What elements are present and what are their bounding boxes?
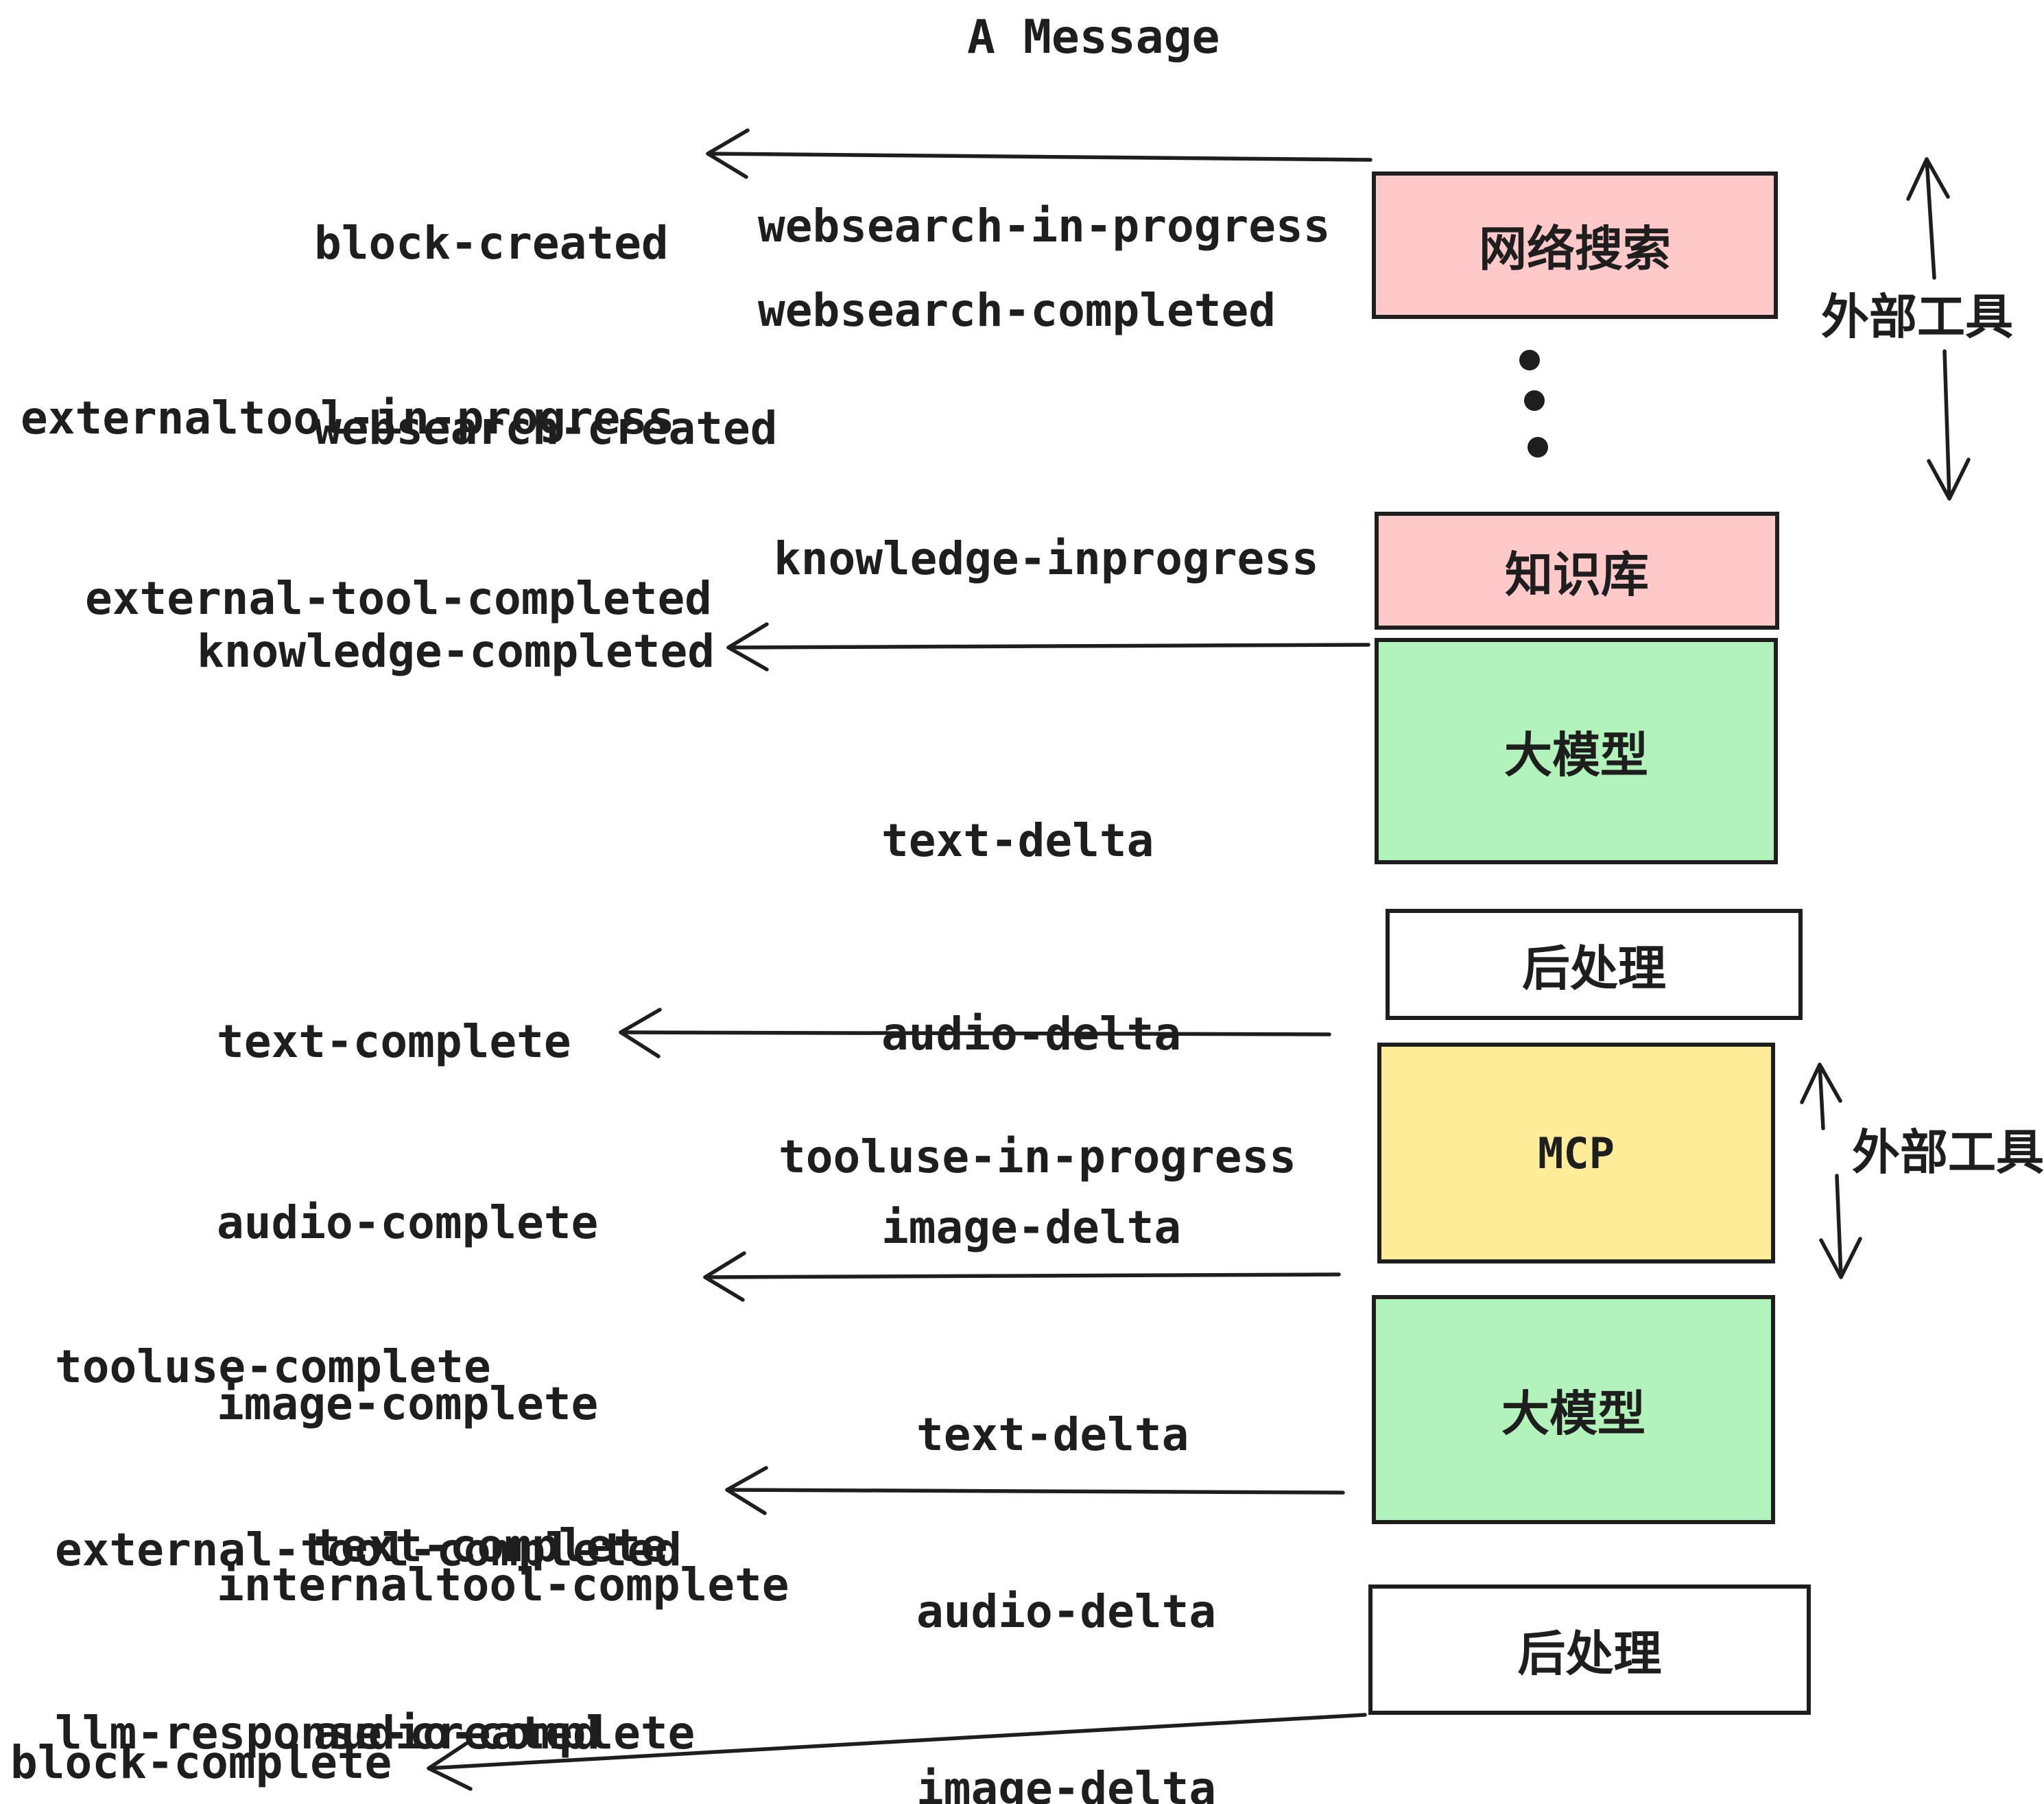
event-text-complete: text-complete — [217, 1015, 571, 1068]
box-knowledge: 知识库 — [1375, 512, 1779, 630]
box-mcp: MCP — [1377, 1043, 1775, 1263]
box-postprocess-1-label: 后处理 — [1522, 940, 1666, 997]
event-block-created: block-created — [314, 217, 669, 270]
event-internaltool-complete: internaltool-complete — [217, 1558, 789, 1611]
event-external-tool-completed: external-tool-completed — [85, 572, 712, 625]
box-mcp-label: MCP — [1538, 1128, 1615, 1178]
event-complete-group-2: text-complete audio-complete image-compl… — [313, 1390, 886, 1804]
box-llm-2-label: 大模型 — [1501, 1385, 1645, 1442]
event-externaltool-in-progress: externaltool-in-progress — [21, 392, 675, 444]
arrow-external-tools-down-2 — [1819, 1174, 1862, 1279]
event-knowledge-inprogress: knowledge-inprogress — [774, 532, 1319, 585]
event-websearch-created: websearch-created — [314, 402, 778, 455]
event-block-created-group: block-created websearch-created — [314, 89, 778, 583]
arrow-external-tools-up-1 — [1906, 157, 1950, 280]
event-delta-group-1: text-delta audio-delta image-delta — [881, 680, 1181, 1389]
ellipsis-dots — [1519, 350, 1548, 458]
box-llm-1-label: 大模型 — [1504, 726, 1648, 783]
event-audio-delta-2: audio-delta — [916, 1585, 1217, 1638]
arrow-external-tools-down-1 — [1927, 349, 1971, 501]
event-tooluse-in-progress: tooluse-in-progress — [779, 1130, 1296, 1183]
event-audio-complete: audio-complete — [217, 1196, 599, 1249]
box-llm-2: 大模型 — [1372, 1295, 1775, 1524]
box-llm-1: 大模型 — [1375, 638, 1778, 864]
event-knowledge-completed: knowledge-completed — [197, 625, 715, 678]
box-postprocess-2-label: 后处理 — [1517, 1625, 1662, 1682]
event-block-complete: block-complete — [10, 1736, 392, 1789]
event-audio-delta: audio-delta — [881, 1008, 1182, 1060]
event-complete-group-1: text-complete audio-complete image-compl… — [217, 891, 789, 1736]
event-websearch-in-progress: websearch-in-progress — [758, 200, 1331, 252]
event-image-delta-2: image-delta — [916, 1762, 1217, 1804]
event-image-complete: image-complete — [217, 1377, 599, 1430]
event-audio-complete-2: audio-complete — [313, 1707, 696, 1759]
event-websearch-completed: websearch-completed — [758, 284, 1276, 337]
arrow-external-tools-up-2 — [1800, 1063, 1842, 1130]
arrow-to-websearch-created — [706, 128, 1372, 179]
event-image-delta: image-delta — [881, 1201, 1182, 1254]
label-external-tools-bottom: 外部工具 — [1852, 1124, 2044, 1180]
box-postprocess-1: 后处理 — [1386, 909, 1803, 1020]
label-external-tools-top: 外部工具 — [1821, 289, 2013, 345]
event-text-delta: text-delta — [881, 814, 1154, 867]
event-text-delta-2: text-delta — [916, 1408, 1189, 1461]
event-external-tool-completed-2: external-tool-completed — [55, 1523, 682, 1576]
event-delta-group-2: text-delta audio-delta image-delta — [916, 1287, 1216, 1804]
box-knowledge-label: 知识库 — [1505, 546, 1649, 603]
event-text-complete-2: text-complete — [313, 1519, 668, 1572]
box-postprocess-2: 后处理 — [1368, 1585, 1811, 1715]
box-websearch: 网络搜索 — [1372, 171, 1778, 319]
arrow-to-knowledge-completed — [726, 622, 1370, 672]
diagram-title: A Message — [967, 10, 1220, 64]
box-websearch-label: 网络搜索 — [1479, 221, 1671, 277]
event-tooluse-complete: tooluse-complete — [55, 1340, 491, 1393]
